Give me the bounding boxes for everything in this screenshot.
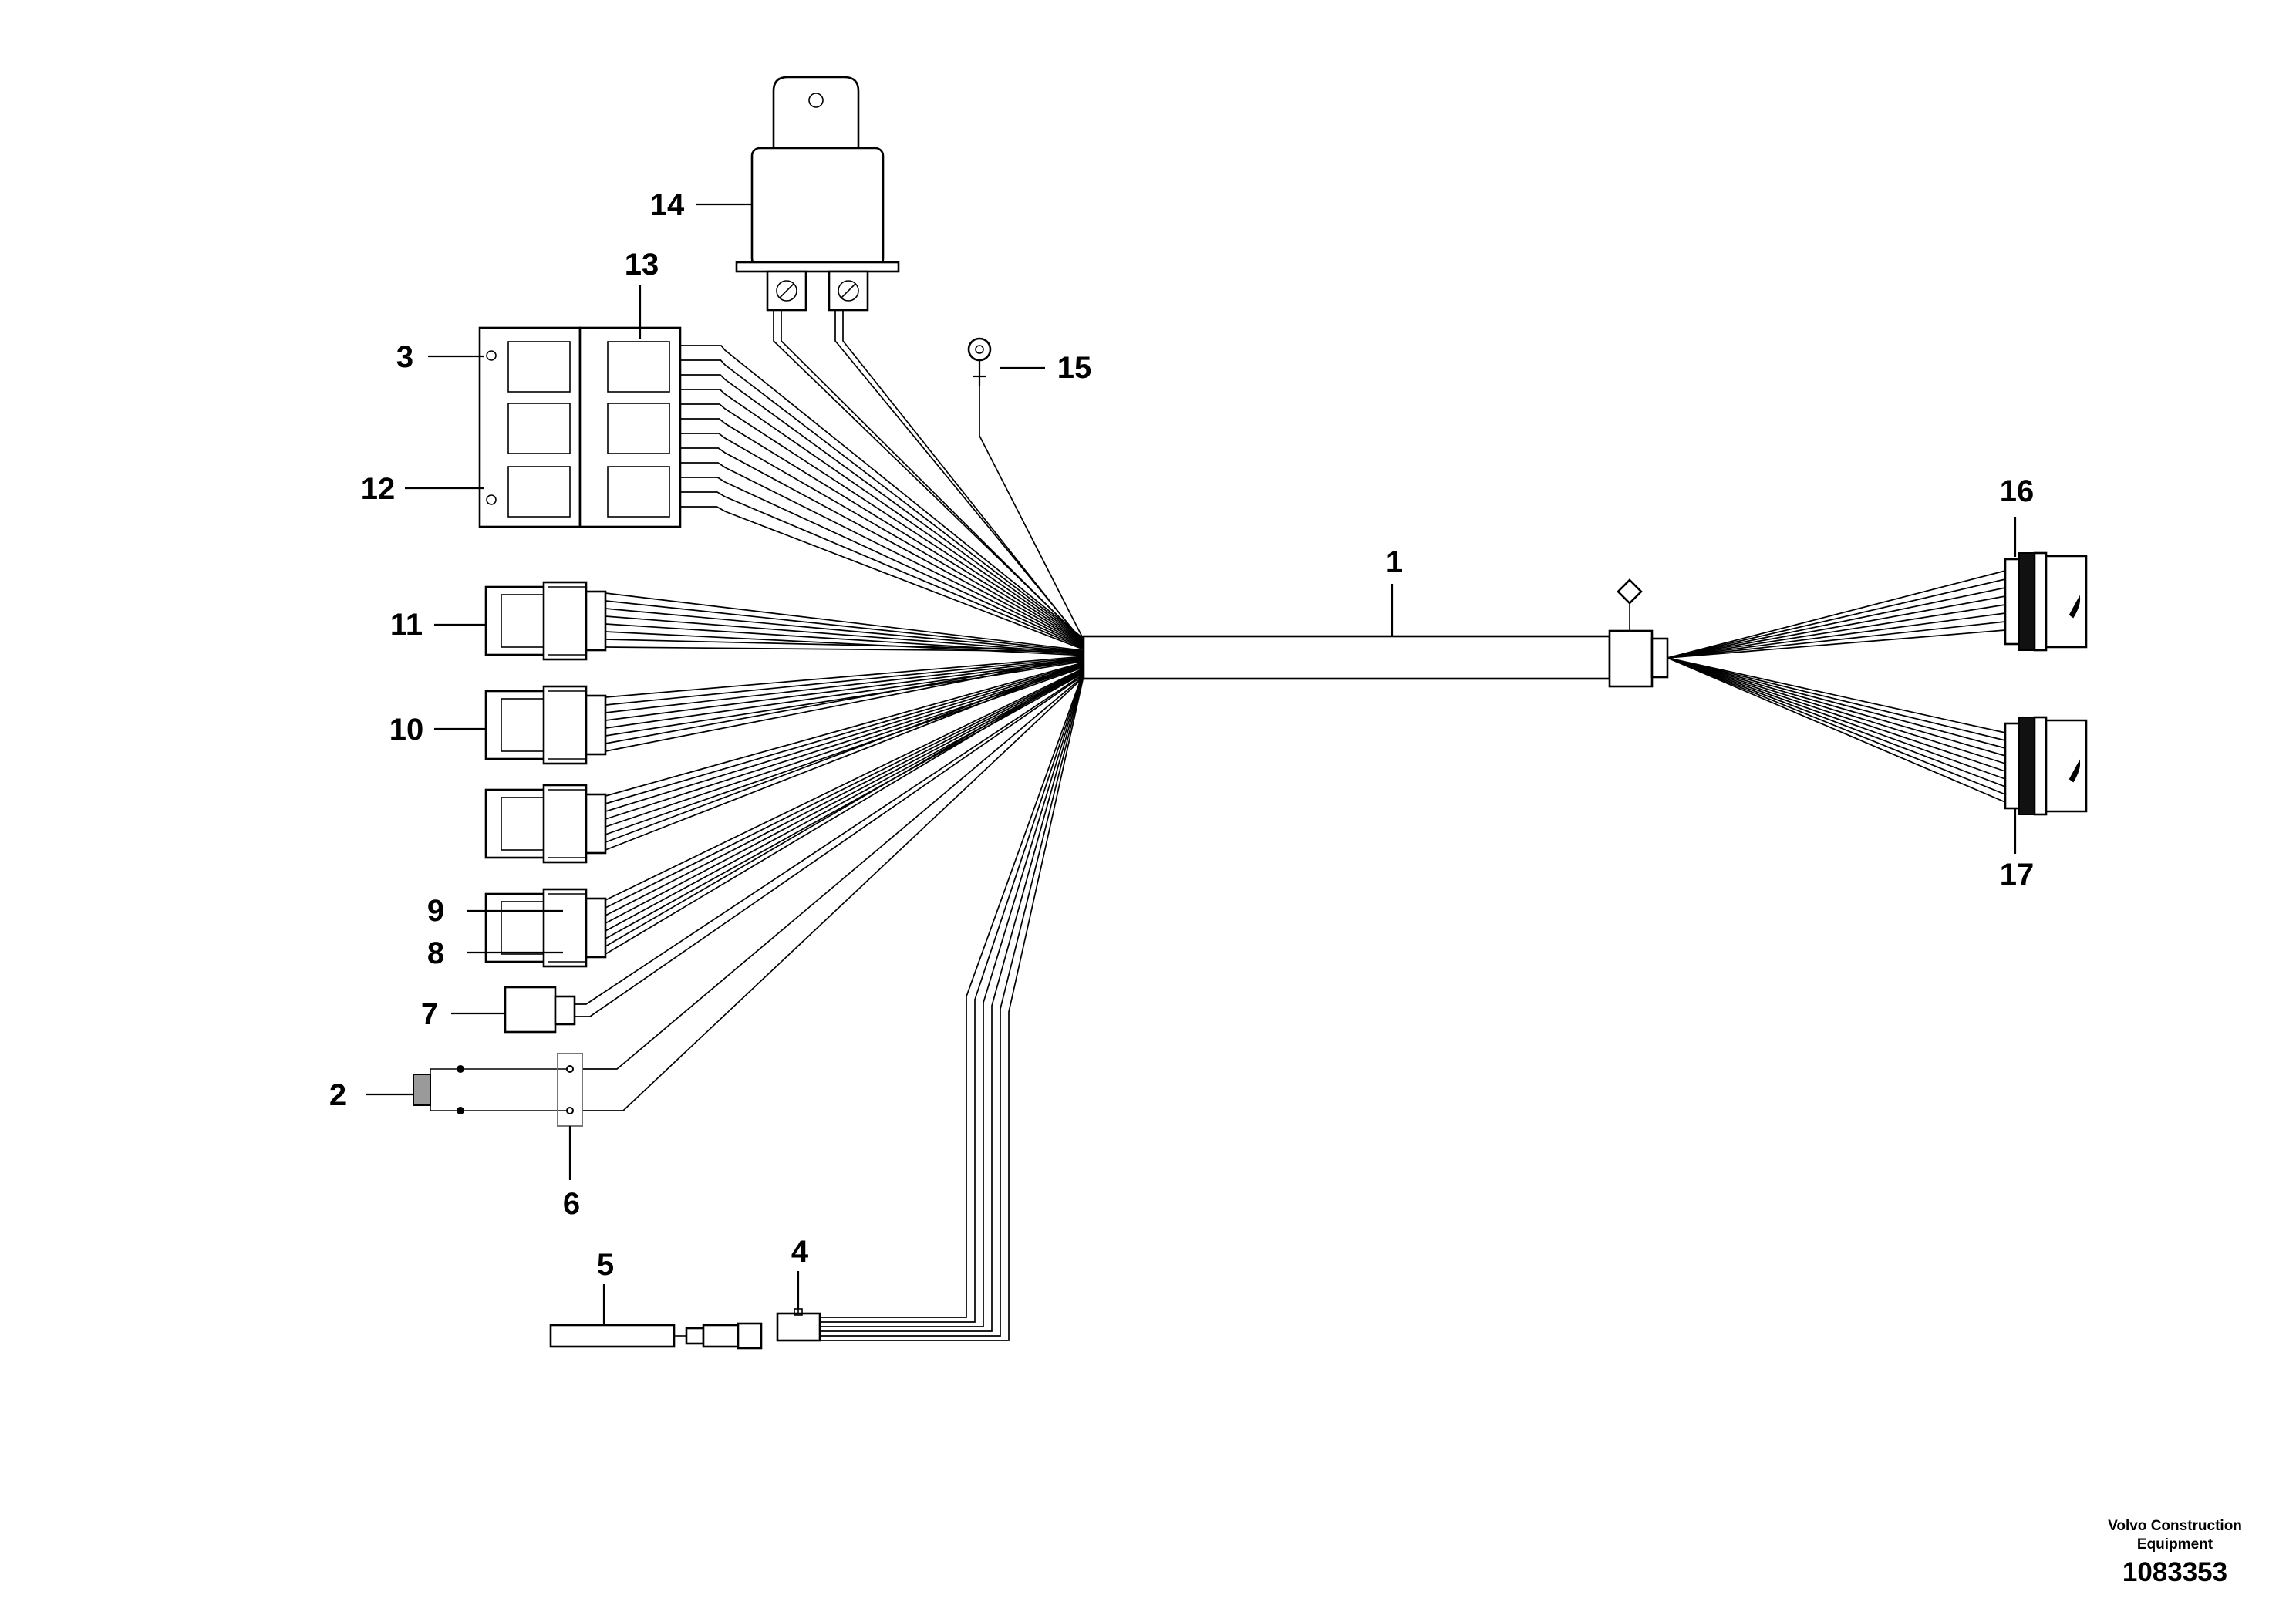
- callout-12: 12: [361, 472, 396, 506]
- round-connector-17: [2004, 716, 2088, 816]
- main-harness-trunk: [1082, 578, 1669, 688]
- connector-9-8: [484, 888, 607, 968]
- callout-3: 3: [396, 340, 413, 374]
- connector-4: [776, 1308, 821, 1342]
- ring-terminal-15: [967, 337, 992, 386]
- component-2-and-terminal-6: [413, 1053, 583, 1127]
- callout-2: 2: [329, 1078, 346, 1112]
- document-number: 1083353: [2122, 1557, 2227, 1587]
- fuse-box: [478, 326, 682, 528]
- company-name-line2: Equipment: [2137, 1536, 2213, 1553]
- callout-14: 14: [650, 188, 685, 222]
- callout-13: 13: [625, 248, 659, 282]
- round-connector-16: [2004, 551, 2088, 652]
- callout-5: 5: [597, 1248, 614, 1282]
- callout-9: 9: [427, 894, 444, 928]
- callout-7: 7: [421, 997, 438, 1031]
- relay-component: [735, 76, 900, 312]
- connector-10: [484, 685, 607, 765]
- connector-11: [484, 581, 607, 661]
- footer: Volvo Construction Equipment 1083353: [2108, 1518, 2242, 1587]
- callout-4: 4: [791, 1235, 809, 1269]
- callout-15: 15: [1057, 351, 1092, 385]
- callout-10: 10: [389, 713, 424, 747]
- callout-6: 6: [563, 1187, 580, 1221]
- callout-8: 8: [427, 936, 444, 970]
- component-5: [549, 1322, 763, 1350]
- connector-unlabeled: [484, 784, 607, 864]
- callout-11: 11: [390, 608, 423, 642]
- callout-17: 17: [2000, 858, 2035, 892]
- callout-1: 1: [1386, 545, 1403, 579]
- company-name-line1: Volvo Construction: [2108, 1518, 2242, 1534]
- leader-lines: [366, 203, 2017, 1325]
- harness-wires: [575, 310, 2006, 1341]
- connector-7: [504, 986, 576, 1034]
- callout-16: 16: [2000, 474, 2035, 508]
- callouts: 1 2 3 4 5 6 7 8 9 10 11 12 13 14 15 16 1…: [329, 188, 2034, 1282]
